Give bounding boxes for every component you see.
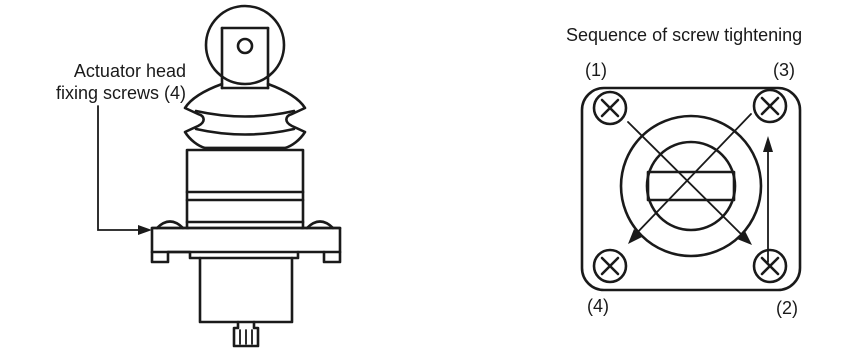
rubber-boot [183, 82, 307, 150]
position-label-1: (1) [585, 60, 607, 80]
screw-2-icon [752, 248, 788, 284]
position-label-2: (2) [776, 298, 798, 318]
screw-4-icon [592, 248, 628, 284]
square-flange-outline [580, 86, 802, 292]
mounting-flange [150, 226, 342, 264]
position-label-3: (3) [773, 60, 795, 80]
sequence-lines [627, 113, 769, 263]
outer-ring [619, 114, 763, 258]
screw-1-icon [592, 90, 628, 126]
tightening-sequence-drawing [580, 86, 802, 292]
callout-label: Actuator head fixing screws (4) [0, 60, 186, 104]
position-label-4: (4) [587, 296, 609, 316]
callout-leader-arrow [97, 105, 152, 235]
screw-3-icon [752, 88, 788, 124]
sequence-arrowheads [628, 136, 773, 245]
callout-line-1: Actuator head [73, 61, 186, 81]
center-slot [646, 170, 736, 202]
roller-lever [220, 26, 270, 90]
lower-housing [198, 256, 294, 324]
sequence-title: Sequence of screw tightening [566, 25, 803, 45]
callout-line-2: fixing screws (4) [55, 83, 186, 103]
plunger [232, 320, 260, 348]
actuator-head-drawing [97, 4, 342, 348]
roller [204, 4, 286, 86]
switch-body [185, 148, 305, 230]
inner-ring [645, 140, 737, 232]
